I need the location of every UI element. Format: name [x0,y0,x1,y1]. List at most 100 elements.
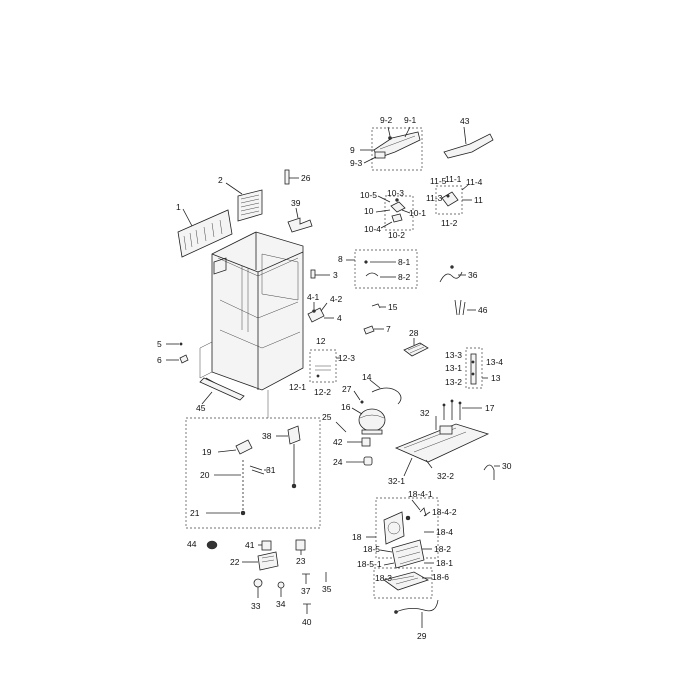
label-3: 3 [333,270,338,280]
leader-9-1 [404,126,411,138]
part-13-sensor [470,353,477,385]
part-3-clip [310,269,316,279]
part-10-assembly [375,195,414,231]
part-27-screw [360,400,364,404]
part-4-1-screw [312,309,316,313]
part-12-box [309,349,337,383]
part-29 [394,599,439,628]
part-24-cover [363,456,373,466]
label-12-2: 12-2 [314,387,331,397]
part-18-4-fan [387,521,401,535]
label-27: 27 [342,384,352,394]
label-26: 26 [301,173,311,183]
label-35: 35 [322,584,332,594]
label-18-6: 18-6 [432,572,449,582]
part-46 [454,299,476,316]
label-32: 32 [420,408,430,418]
part-16-seam [359,414,385,419]
part-23 [295,539,306,555]
label-13-2: 13-2 [445,377,462,387]
label-46: 46 [478,305,488,315]
part-30-hook [483,464,495,480]
part-40-screw [303,603,311,614]
part-9-assembly [360,126,423,171]
leader-14 [369,379,381,389]
label-45: 45 [196,403,206,413]
part-28-detail [407,343,425,354]
part-18-6-detail [391,575,419,585]
label-18-2: 18-2 [434,544,451,554]
label-2: 2 [218,175,223,185]
part-44 [206,540,218,550]
part-3 [310,269,330,279]
part-1-grille [183,219,223,251]
part-45-strip [199,377,245,401]
label-39: 39 [291,198,301,208]
part-8-box [354,249,418,289]
part-4 [307,302,334,323]
leader-10-5 [377,195,391,203]
cabinet-rail [241,266,249,332]
part-12-2-screw [316,374,320,378]
label-12-3: 12-3 [338,353,355,363]
part-12-assembly [309,349,340,383]
label-18-4: 18-4 [436,527,453,537]
label-31: 31 [266,465,276,475]
part-13-2-dot [471,372,475,376]
label-23: 23 [296,556,306,566]
cabinet-outline [211,231,304,391]
label-10-5: 10-5 [360,190,377,200]
part-26-pin [284,169,290,185]
label-7: 7 [386,324,391,334]
label-4-1: 4-1 [307,292,320,302]
leader-11-4 [461,184,469,191]
label-18-5-1: 18-5-1 [357,559,382,569]
leader-10-1 [401,209,411,214]
label-44: 44 [187,539,197,549]
label-10: 10 [364,206,374,216]
part-17-bolt-b [450,399,454,403]
part-46-clips [454,299,466,316]
label-16: 16 [341,402,351,412]
leader-10-4 [380,221,393,229]
leader-43 [463,126,467,145]
part-42-relay [361,437,371,447]
lower-left-box [185,417,321,529]
label-20: 20 [200,470,210,480]
part-2-grille [240,194,260,216]
part-26 [284,169,299,185]
part-22-detail [261,555,275,563]
part-9-2-screw [388,136,392,140]
part-2-panel [237,189,263,222]
leader-2 [225,182,243,195]
part-42 [347,437,371,447]
part-16-base [361,429,383,435]
label-18-4-2: 18-4-2 [432,507,457,517]
label-24: 24 [333,457,343,467]
label-8: 8 [338,254,343,264]
part-21-cap [240,510,246,516]
part-12-3-wire [315,365,331,371]
part-43-bracket [443,133,494,159]
part-41 [258,540,272,551]
label-4-2: 4-2 [330,294,343,304]
label-38: 38 [262,431,272,441]
part-1 [177,208,233,258]
part-6-fitting [179,354,189,364]
label-14: 14 [362,372,372,382]
part-22 [242,551,279,571]
label-21: 21 [190,508,200,518]
leader-1 [182,208,193,227]
part-10-2-block [391,213,403,223]
label-11-3: 11-3 [426,193,443,203]
label-36: 36 [468,270,478,280]
leader-19 [217,449,237,453]
label-34: 34 [276,599,286,609]
part-36-wire [439,271,463,283]
part-5-screw [179,342,183,346]
part-9-3-clip [374,151,386,159]
label-10-1: 10-1 [409,208,426,218]
label-37: 37 [301,586,311,596]
part-9-bracket-edge [379,135,416,150]
